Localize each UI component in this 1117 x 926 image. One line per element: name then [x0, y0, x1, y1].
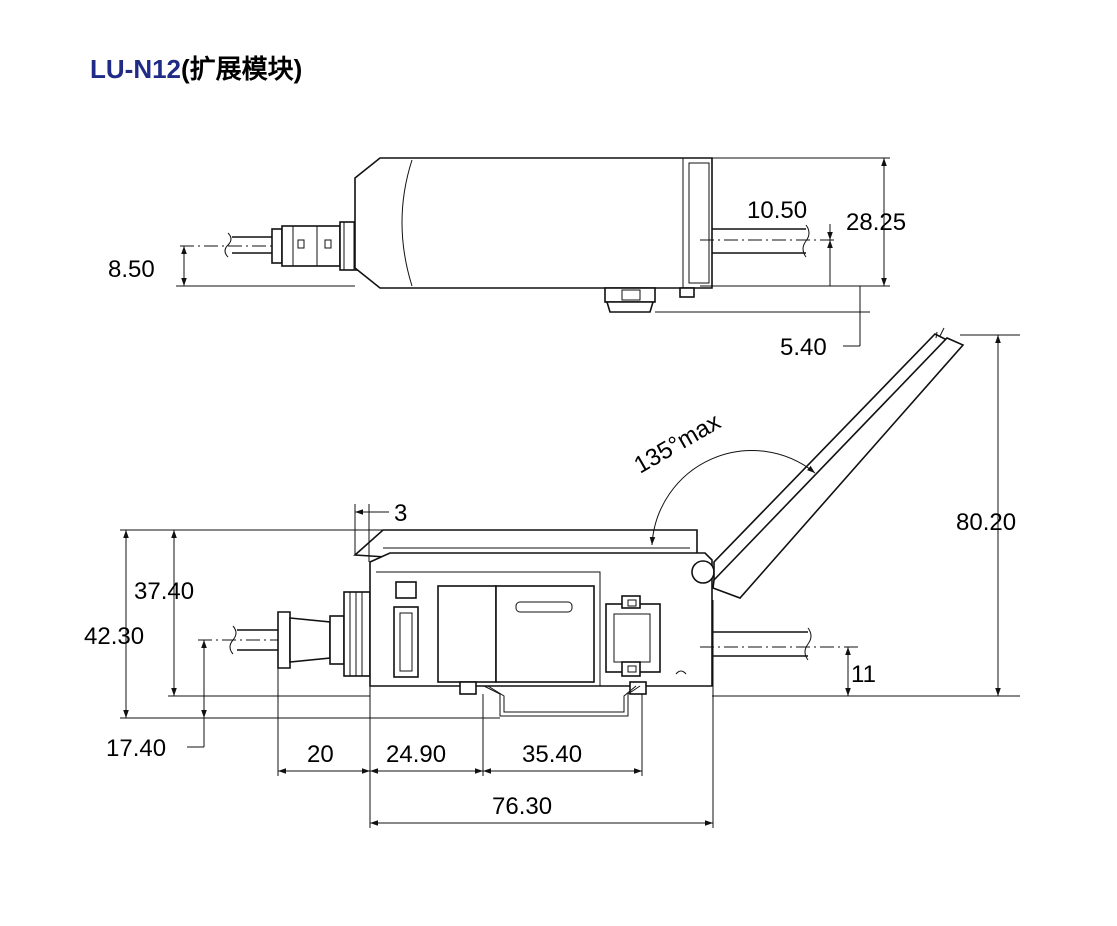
dim-label-body-height: 37.40: [134, 578, 194, 605]
dim-label-connector-length: 20: [307, 741, 334, 768]
front-open-cover: [712, 327, 965, 599]
title-suffix: (扩展模块): [181, 54, 303, 84]
dim-label-foot-height: 5.40: [780, 334, 827, 361]
front-right-cable: [700, 627, 860, 661]
dim-label-cable-offset-side: 8.50: [108, 256, 155, 283]
front-view: [120, 327, 1020, 828]
front-dimensions: [120, 334, 1020, 828]
dim-label-cable-right: 11: [851, 661, 876, 688]
dim-label-connector-offset: 10.50: [747, 197, 807, 224]
dim-label-height-side: 28.25: [846, 209, 906, 236]
page-title: LU-N12(扩展模块): [90, 56, 302, 82]
dimension-labels: 8.50 10.50 28.25 5.40 135°max 3 80.20 37…: [84, 197, 1016, 820]
dim-label-cable-left: 17.40: [106, 735, 166, 762]
dim-label-width-b: 35.40: [522, 741, 582, 768]
side-dimensions: [176, 157, 890, 347]
dim-label-cover-thickness: 3: [394, 500, 407, 527]
dim-label-width-a: 24.90: [386, 741, 446, 768]
dim-label-angle: 135°max: [630, 408, 726, 479]
dim-label-overall-width: 76.30: [492, 793, 552, 820]
side-body: [354, 157, 713, 313]
front-left-cable: [198, 591, 371, 677]
front-body: [369, 552, 715, 717]
side-right-cable: [700, 224, 835, 258]
side-view: [176, 157, 890, 347]
dim-label-opened-height: 80.20: [956, 509, 1016, 536]
dim-label-overall-height: 42.30: [84, 623, 144, 650]
model-number: LU-N12: [90, 54, 182, 84]
angle-arc: [649, 450, 816, 546]
side-left-cable: [180, 221, 359, 271]
